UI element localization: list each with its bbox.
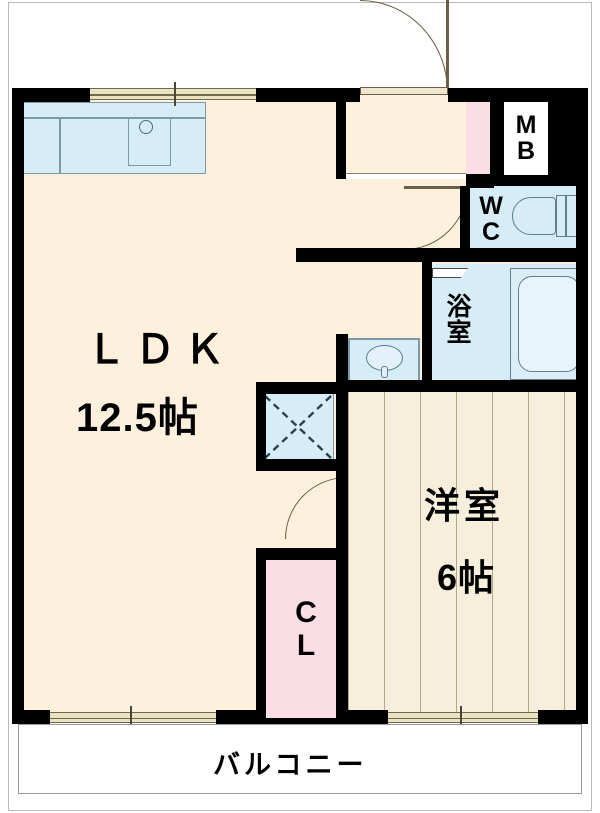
meter-box-label-line1-2: M	[515, 111, 537, 139]
washing-machine-x-icon	[262, 393, 334, 461]
wall-closet-top	[256, 548, 348, 560]
wall-hall-ldk-divider	[296, 248, 472, 262]
wall-bottom-closet	[266, 718, 350, 724]
wall-bottom-center	[216, 710, 266, 724]
wall-bottom-right-stub	[538, 710, 588, 724]
wall-bathroom-bottom	[336, 380, 588, 392]
wall-top-left	[12, 88, 90, 102]
ldk-balcony-window-tick	[130, 706, 132, 729]
kitchen-window[interactable]	[90, 88, 256, 100]
plan-outer-frame	[8, 2, 592, 811]
bathroom-label-line2: 室	[446, 319, 472, 348]
ldk-balcony-window[interactable]	[50, 712, 216, 723]
washbasin-faucet-icon	[381, 366, 388, 378]
meter-box-label-2: M B	[504, 112, 548, 165]
bedroom-balcony-window[interactable]	[388, 712, 538, 723]
toilet-cistern-icon	[556, 195, 566, 237]
wall-right-outer	[576, 88, 588, 722]
bathroom-label-line1: 浴	[446, 293, 472, 321]
kitchen-window-tick	[174, 82, 176, 106]
toilet-door-leaf	[404, 186, 468, 189]
wall-washer-bottom	[256, 459, 348, 471]
wall-top-center	[256, 88, 360, 102]
bedroom-size-label: 6帖	[437, 557, 496, 598]
wall-bottom-left-stub	[12, 710, 50, 724]
kitchen-sink-drain-icon	[139, 120, 153, 134]
wall-entry-bottom	[466, 174, 494, 188]
wall-washer-top	[256, 382, 348, 394]
kitchen-counter-divider-line	[59, 117, 61, 174]
closet-label: C L	[264, 596, 348, 662]
bedroom-floor-area	[348, 385, 582, 720]
toilet-label-line2: C	[481, 217, 501, 246]
kitchen-counter	[18, 102, 206, 174]
bedroom-balcony-window-tick	[460, 706, 462, 729]
entrance-door-leaf	[446, 0, 449, 92]
meter-box-label-line2-2: B	[516, 137, 536, 166]
wall-left-outer	[12, 88, 24, 722]
ldk-label: ＬＤＫ	[86, 328, 233, 372]
balcony-label: バルコニー	[213, 750, 368, 780]
bedroom-label: 洋室	[424, 485, 505, 526]
meter-box-face	[504, 102, 548, 175]
closet-label-line2: L	[296, 629, 316, 662]
wall-washer-left	[256, 382, 266, 471]
wall-wc-bath-divider	[432, 248, 588, 262]
closet-area	[264, 558, 348, 720]
bathroom-label: 浴 室	[442, 294, 476, 347]
bathtub-inner	[518, 276, 580, 372]
wall-closet-left	[256, 548, 266, 722]
toilet-bowl-icon	[512, 197, 556, 235]
toilet-label: W C	[476, 192, 506, 246]
kitchen-counter-backsplash-line	[18, 117, 206, 119]
ldk-size-label: 12.5帖	[76, 396, 199, 440]
wall-bathroom-left	[422, 262, 432, 384]
shoe-closet	[466, 97, 490, 174]
balcony-area	[18, 724, 582, 794]
wall-entry-partition	[336, 95, 346, 179]
entrance-threshold	[360, 87, 448, 95]
entrance-step-inner-line	[345, 97, 473, 174]
toilet-label-line1: W	[479, 192, 503, 220]
wall-wc-left	[460, 186, 470, 248]
wall-bottom-center2	[348, 710, 388, 724]
wall-washbasin-right	[336, 334, 348, 384]
closet-label-line1: C	[295, 596, 317, 629]
